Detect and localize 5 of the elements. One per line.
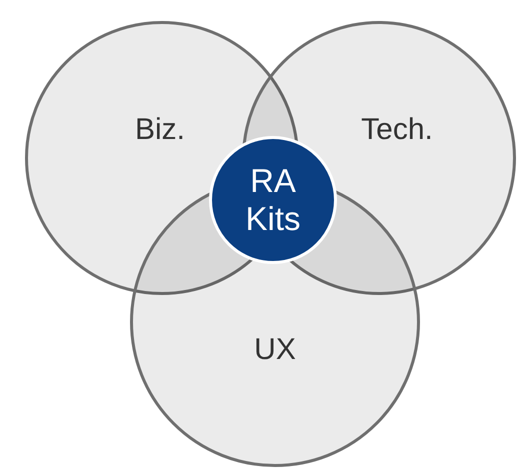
circle-label: Tech. [361,113,433,147]
circle-label: Biz. [135,113,185,147]
center-label: RA Kits [244,162,302,238]
circle-label: UX [254,333,296,367]
center-circle [209,136,337,264]
